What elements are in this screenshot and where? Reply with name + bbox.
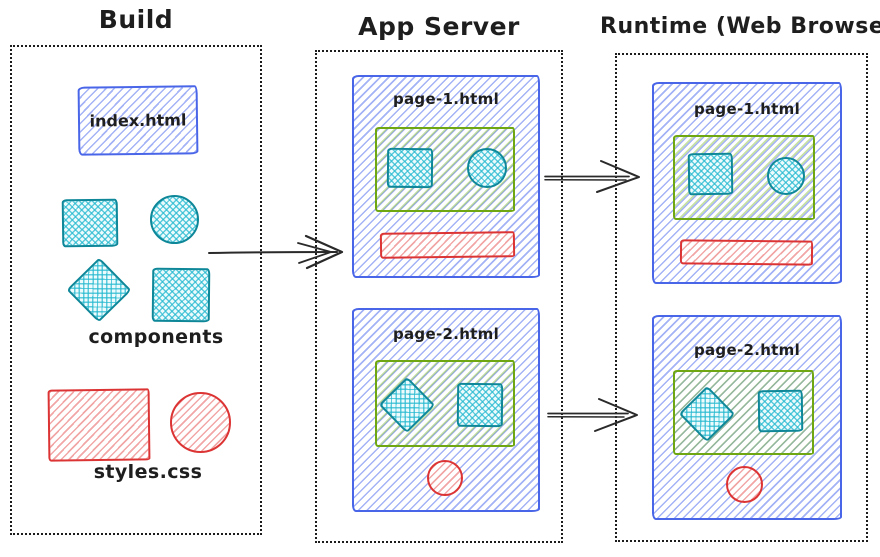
app-server-page1-card: page-1.html xyxy=(352,75,540,278)
page1-circle-shape xyxy=(467,148,507,188)
component-square-shape xyxy=(61,198,119,248)
page1-square-shape xyxy=(386,147,434,189)
build-column-title: Build xyxy=(98,5,174,34)
styles-css-label: styles.css xyxy=(93,461,203,483)
runtime-page1-card: page-1.html xyxy=(652,82,842,284)
components-label: components xyxy=(88,326,224,348)
component-circle-shape xyxy=(150,195,199,244)
runtime-page2-content-frame xyxy=(673,370,814,455)
page2-style-circle xyxy=(427,460,463,496)
component-diamond-shape xyxy=(66,257,132,323)
runtime-page1-circle-shape xyxy=(767,157,805,195)
page2-diamond-shape xyxy=(378,376,436,434)
app-server-column-title: App Server xyxy=(358,12,520,41)
runtime-page2-title: page-2.html xyxy=(693,341,801,359)
runtime-page1-title: page-1.html xyxy=(693,100,801,118)
app-server-section: page-1.html page-2.html xyxy=(315,50,563,543)
runtime-column-title: Runtime (Web Browser) xyxy=(600,14,880,39)
runtime-page2-style-circle xyxy=(726,466,763,503)
app-server-page2-content-frame xyxy=(375,360,515,447)
runtime-page2-card: page-2.html xyxy=(652,315,842,520)
runtime-page1-square-shape xyxy=(687,152,734,196)
page2-square-shape xyxy=(456,382,504,428)
runtime-page1-content-frame xyxy=(673,135,815,220)
component-square2-shape xyxy=(151,267,211,323)
app-server-page2-title: page-2.html xyxy=(392,325,500,343)
page1-style-bar xyxy=(379,231,516,259)
app-server-page1-title: page-1.html xyxy=(392,90,500,108)
styles-circle-shape xyxy=(170,392,231,453)
styles-rectangle-shape xyxy=(47,388,151,462)
build-section: index.html components styles.css xyxy=(10,45,262,535)
runtime-section: page-1.html page-2.html xyxy=(615,53,868,542)
index-html-file: index.html xyxy=(77,85,199,156)
runtime-page1-style-bar xyxy=(679,239,814,266)
runtime-page2-square-shape xyxy=(757,389,804,433)
index-html-label: index.html xyxy=(89,110,187,131)
app-server-page2-card: page-2.html xyxy=(352,308,540,512)
runtime-page2-diamond-shape xyxy=(678,385,736,443)
app-server-page1-content-frame xyxy=(375,127,515,212)
